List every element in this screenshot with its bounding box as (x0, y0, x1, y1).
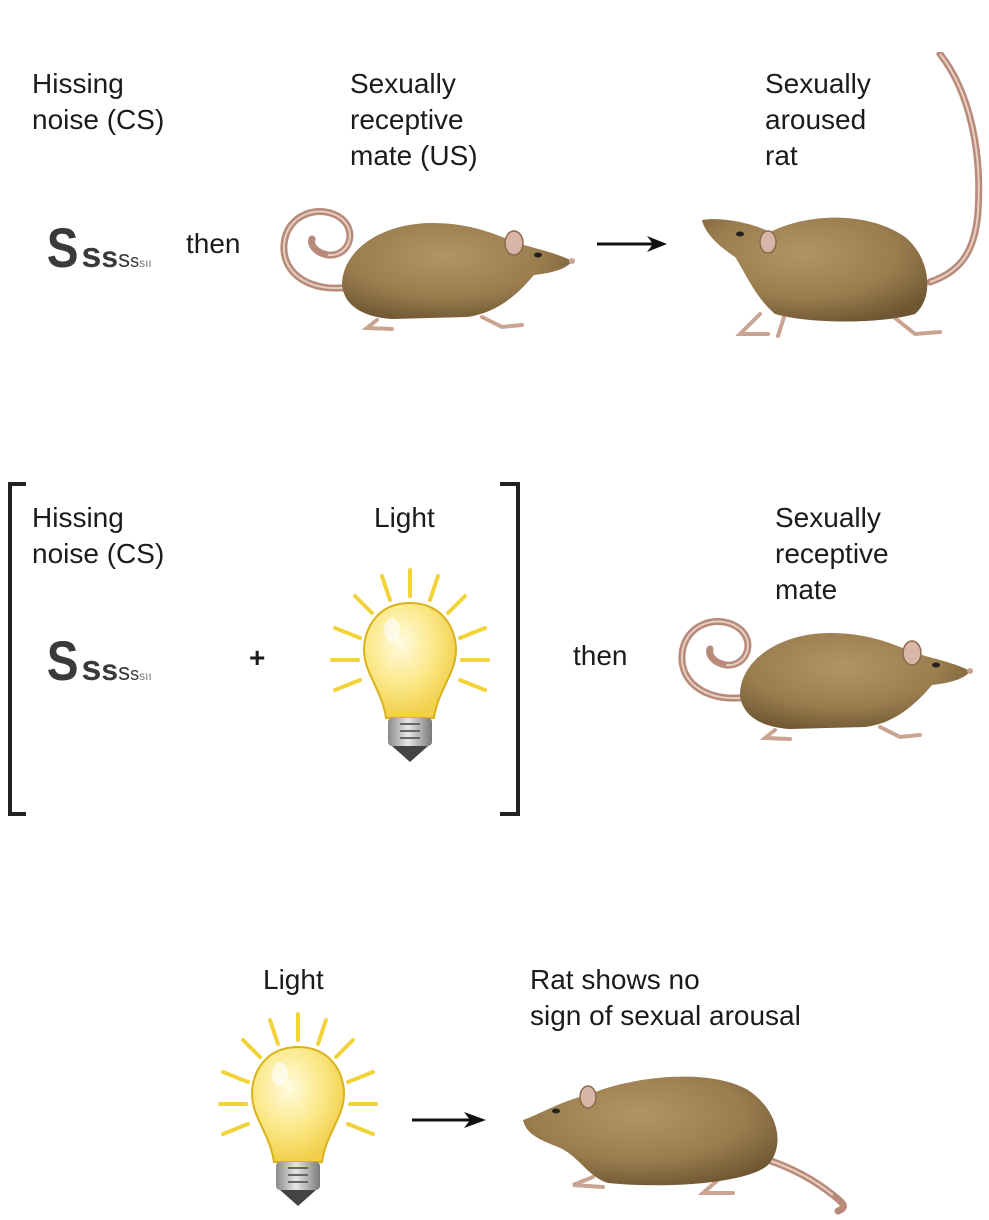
hiss-letter: s (118, 246, 131, 273)
result-label: Sexually aroused rat (765, 68, 871, 171)
rat-illustration (670, 605, 980, 745)
mate-label: Sexually receptive mate (775, 502, 889, 605)
hiss-letter: S (46, 629, 79, 692)
rat-illustration (690, 52, 989, 352)
hiss-letter: s (101, 241, 119, 274)
mate-label: Sexually receptive mate (US) (350, 68, 478, 171)
light-bulb-icon (218, 1012, 378, 1212)
hissing-sound-icon: Ssssssıı (44, 215, 152, 280)
light-label: Light (374, 502, 435, 533)
hiss-letter: s (81, 234, 102, 275)
hiss-letter: s (130, 251, 140, 271)
rat-illustration (272, 195, 582, 335)
hiss-letter: S (46, 216, 79, 279)
bracket-icon (500, 482, 520, 816)
rat-illustration (518, 1065, 858, 1215)
hiss-letter: s (130, 664, 140, 684)
hiss-letter: sıı (139, 669, 152, 683)
hiss-letter: s (81, 647, 102, 688)
arrow-right-icon (412, 1112, 486, 1128)
light-bulb-icon (330, 568, 490, 768)
stimulus-label: Hissing noise (CS) (32, 68, 165, 135)
then-label: then (186, 228, 241, 259)
arrow-right-icon (597, 236, 667, 252)
hiss-letter: sıı (139, 256, 152, 270)
bracket-icon (8, 482, 26, 816)
stimulus-label: Hissing noise (CS) (32, 502, 165, 569)
then-label: then (573, 640, 628, 671)
hiss-letter: s (101, 654, 119, 687)
light-label: Light (263, 964, 324, 995)
hiss-letter: s (118, 659, 131, 686)
plus-label: + (249, 642, 266, 673)
result-label: Rat shows no sign of sexual arousal (530, 964, 801, 1031)
hissing-sound-icon: Ssssssıı (44, 628, 152, 693)
